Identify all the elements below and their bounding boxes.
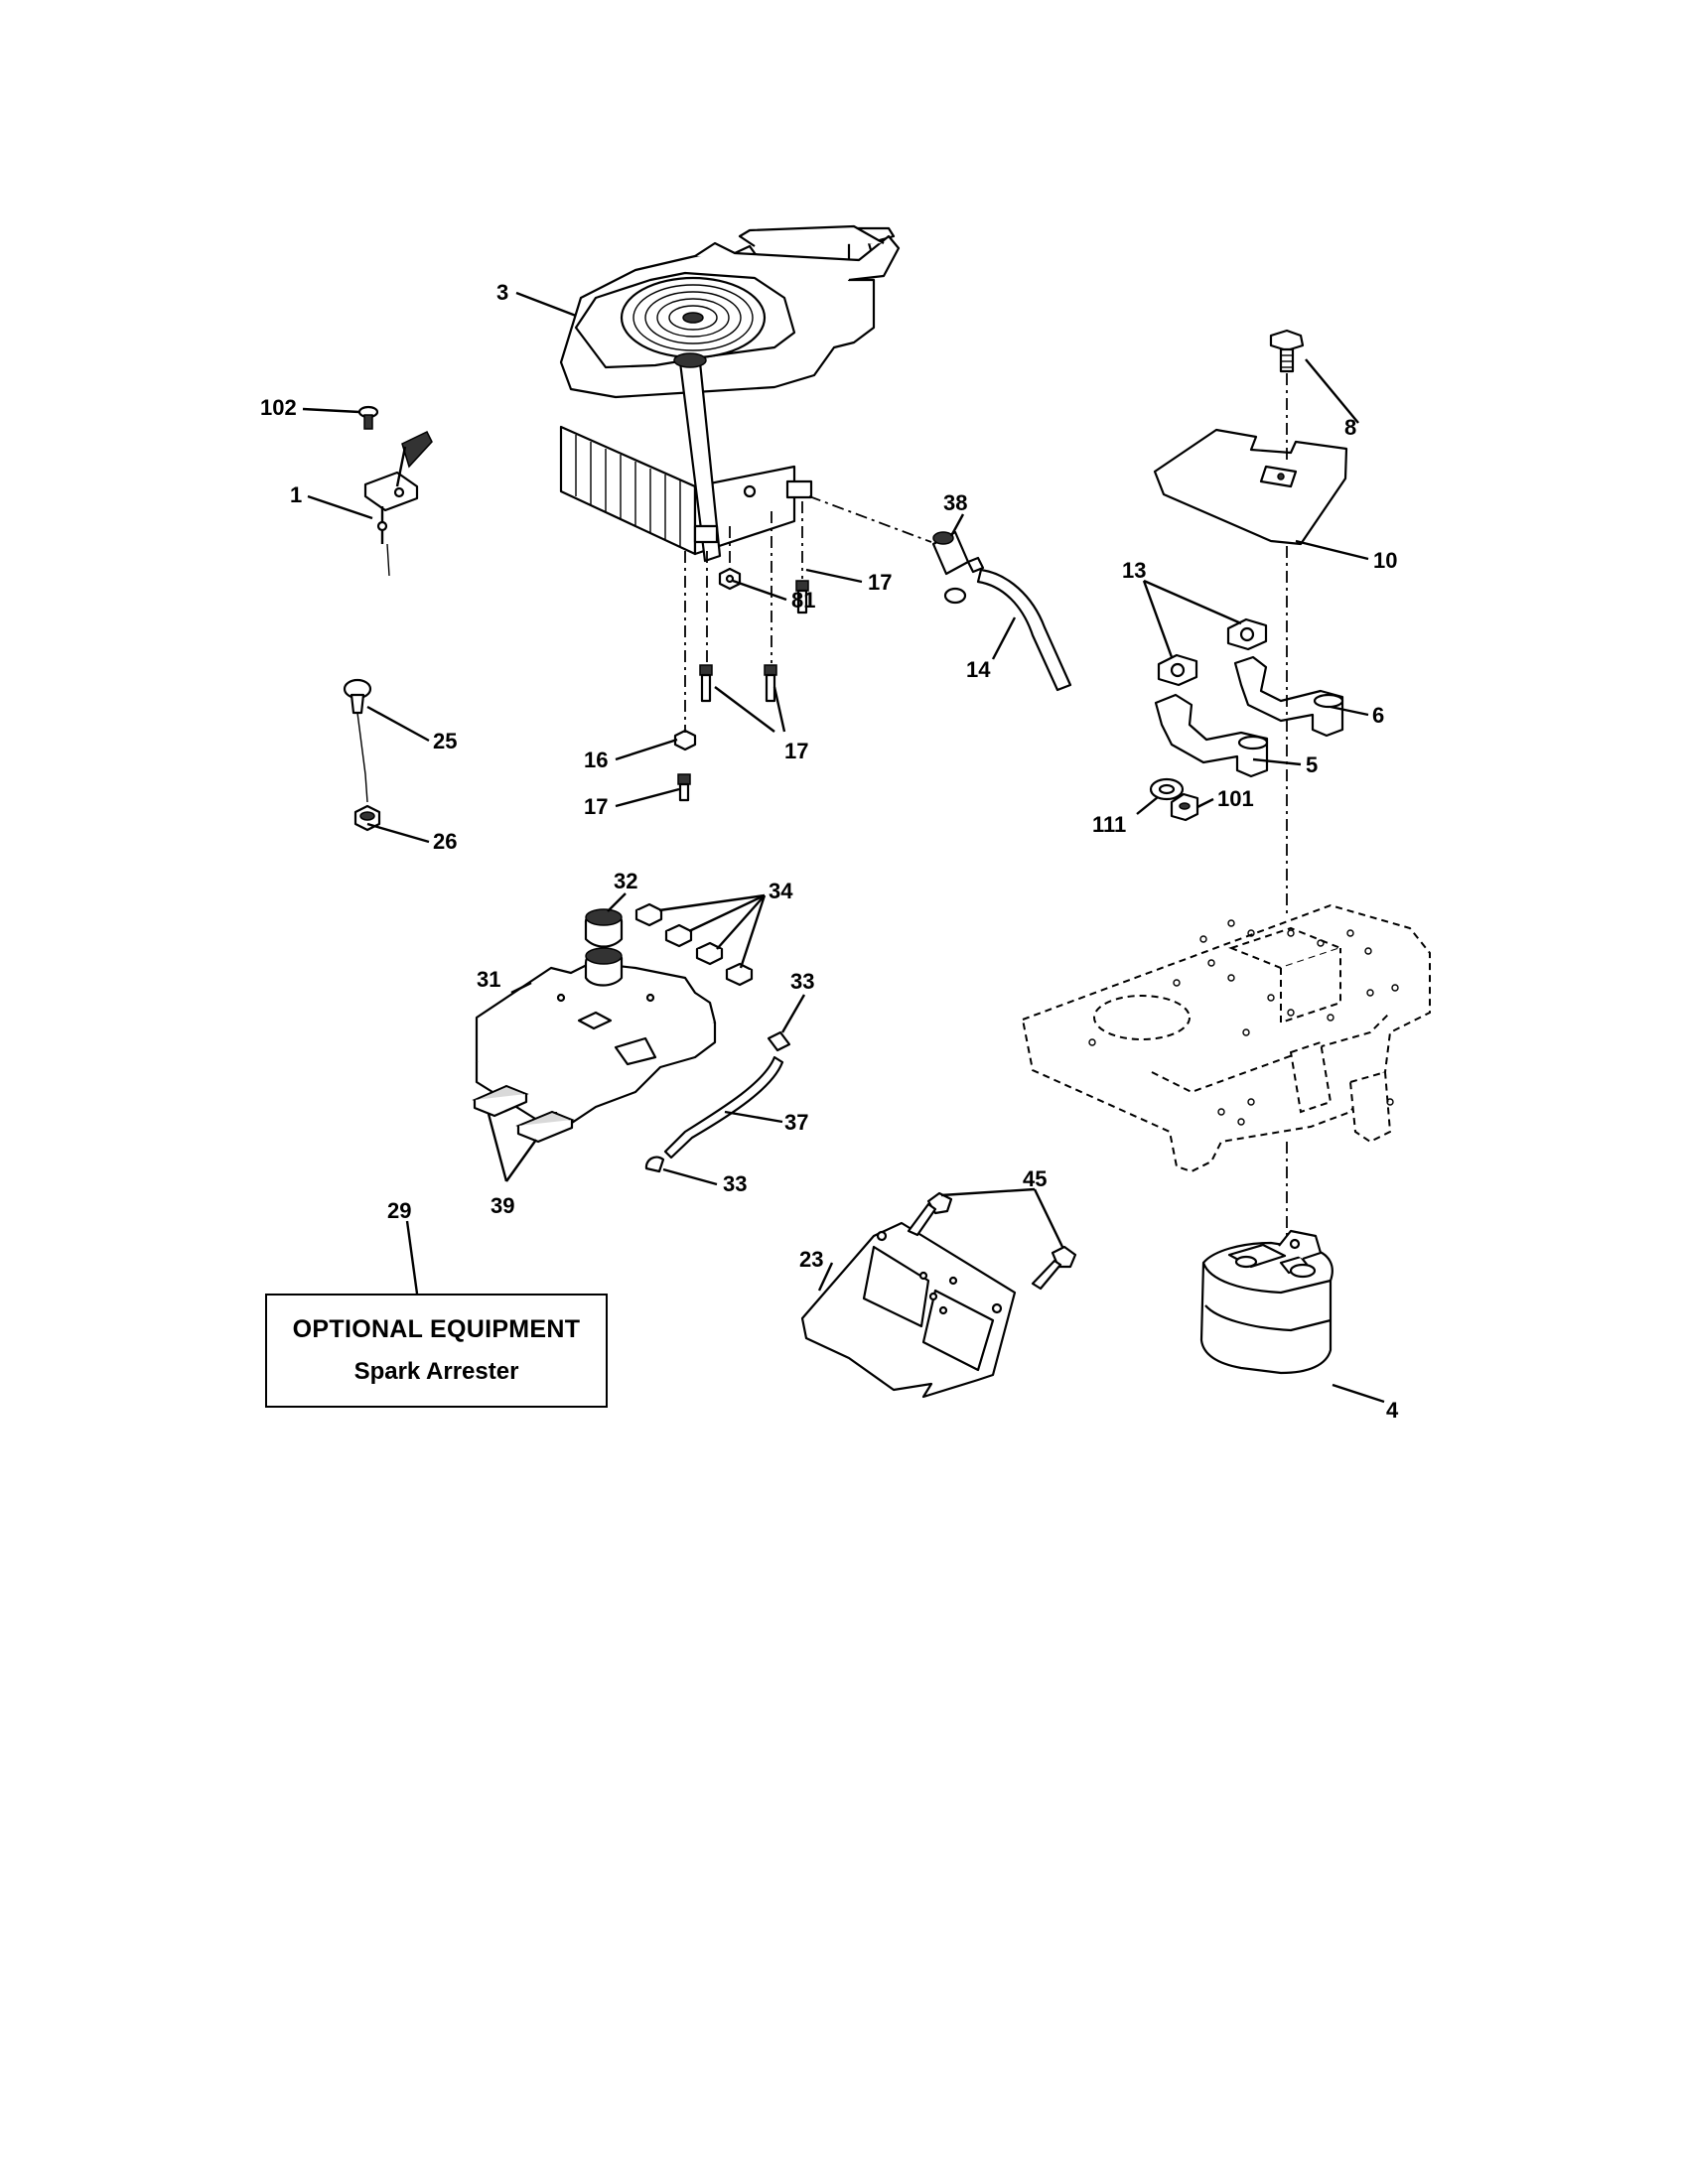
exhaust-pipe-part-5 xyxy=(1154,693,1269,778)
muffler-part-4 xyxy=(1199,1229,1333,1375)
callout-81: 81 xyxy=(791,588,815,613)
callout-16: 16 xyxy=(584,748,608,772)
gasket-part-13 xyxy=(1157,617,1268,687)
nut-part-101 xyxy=(1170,792,1199,822)
optional-equipment-box: OPTIONAL EQUIPMENT Spark Arrester xyxy=(265,1294,608,1408)
callout-8: 8 xyxy=(1344,415,1356,440)
bolt-part-17 xyxy=(795,580,809,614)
callout-3: 3 xyxy=(496,280,508,305)
bolt-part-8 xyxy=(1269,329,1305,373)
callout-6: 6 xyxy=(1372,703,1384,728)
throttle-control-part-1 xyxy=(363,431,433,577)
optional-equipment-title: OPTIONAL EQUIPMENT xyxy=(292,1315,581,1343)
callout-4: 4 xyxy=(1386,1398,1399,1423)
assembly-center-lines xyxy=(684,373,1288,1239)
optional-equipment-item: Spark Arrester xyxy=(353,1358,519,1385)
choke-knob-part-25 xyxy=(343,678,372,803)
callout-17-pair: 17 xyxy=(784,739,808,763)
callout-31: 31 xyxy=(477,967,500,992)
callout-25: 25 xyxy=(433,729,457,753)
callout-23: 23 xyxy=(799,1247,823,1272)
callout-14: 14 xyxy=(966,657,991,682)
callout-34: 34 xyxy=(769,879,793,903)
fuel-tank-part-31 xyxy=(475,947,717,1134)
hose-clamp-part-33-bottom xyxy=(644,1156,665,1173)
nut-part-26 xyxy=(353,804,381,832)
callout-13: 13 xyxy=(1122,558,1146,583)
pads-part-39 xyxy=(472,1084,575,1144)
callout-33-lower: 33 xyxy=(723,1171,747,1196)
callout-10: 10 xyxy=(1373,548,1397,573)
hose-clamp-part-33-top xyxy=(767,1030,791,1052)
callout-38: 38 xyxy=(943,490,967,515)
callout-5: 5 xyxy=(1306,752,1318,777)
exhaust-pipe-part-6 xyxy=(1233,655,1344,738)
callout-45: 45 xyxy=(1023,1166,1047,1191)
callout-37: 37 xyxy=(784,1110,808,1135)
callout-39: 39 xyxy=(491,1193,514,1218)
callout-111: 111 xyxy=(1092,812,1126,837)
washer-part-16 xyxy=(673,729,697,751)
screw-part-102 xyxy=(357,405,379,430)
nut-part-81 xyxy=(718,567,742,591)
fuel-hose-part-14 xyxy=(976,568,1072,692)
callout-26: 26 xyxy=(433,829,457,854)
callout-33-upper: 33 xyxy=(790,969,814,994)
callout-32: 32 xyxy=(614,869,637,893)
callout-17-lower: 17 xyxy=(584,794,608,819)
leader-lines xyxy=(302,291,1385,1404)
fuel-filter-part-38 xyxy=(931,530,985,605)
lock-washer-part-111 xyxy=(1149,777,1185,801)
bolts-part-17-pair xyxy=(699,664,777,703)
engine-part-3 xyxy=(559,224,901,563)
callout-102: 102 xyxy=(260,395,297,420)
mower-frame-reference xyxy=(1021,903,1431,1173)
callout-17-upper: 17 xyxy=(868,570,892,595)
fuel-line-part-37 xyxy=(663,1055,784,1160)
fuel-cap-part-32 xyxy=(584,908,624,948)
grommets-part-34 xyxy=(634,902,754,987)
heat-shield-part-23 xyxy=(800,1221,1017,1399)
callout-29: 29 xyxy=(387,1198,411,1223)
bolt-part-17-bottom xyxy=(677,773,691,802)
heat-shield-part-10 xyxy=(1153,428,1348,546)
callout-101: 101 xyxy=(1217,786,1254,811)
callout-1: 1 xyxy=(290,482,302,507)
screws-part-45 xyxy=(907,1191,1077,1291)
callout-labels: 3 102 1 38 8 10 17 81 14 13 6 5 25 17 16… xyxy=(260,280,1399,1423)
